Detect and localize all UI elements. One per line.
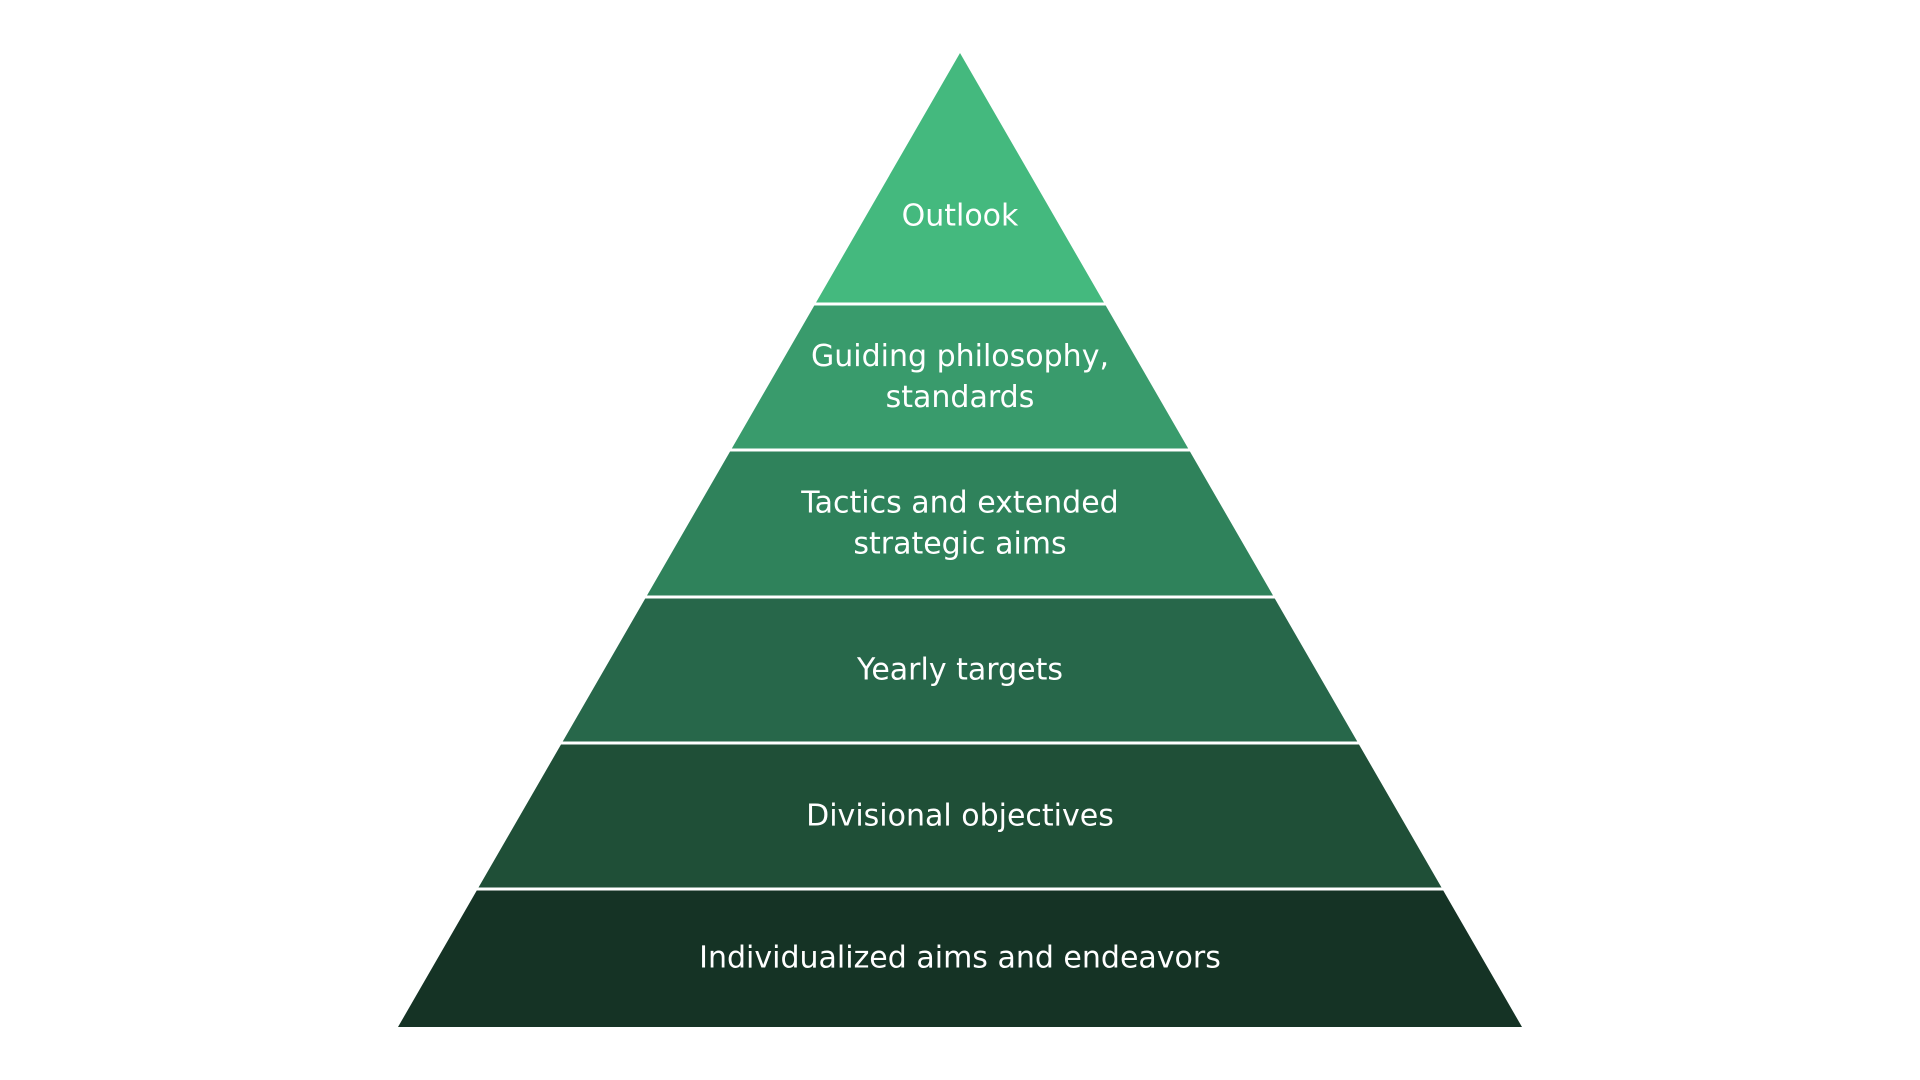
pyramid-tier-3	[646, 450, 1274, 597]
pyramid-tier-6	[398, 889, 1522, 1027]
pyramid-tier-separators	[475, 302, 1445, 891]
pyramid-tier-5	[477, 743, 1443, 889]
pyramid-tier-label: Outlook	[902, 199, 1019, 234]
pyramid-tier-label: strategic aims	[853, 527, 1066, 562]
pyramid-tier-label: Tactics and extended	[800, 486, 1118, 521]
pyramid-tier-1	[815, 53, 1105, 304]
pyramid-tier-label: Guiding philosophy,	[811, 339, 1109, 374]
pyramid-tier-2	[730, 304, 1190, 450]
pyramid-tier-label: Individualized aims and endeavors	[699, 941, 1221, 976]
pyramid-tier-label: standards	[886, 380, 1035, 415]
pyramid-tier-shapes	[398, 53, 1522, 1027]
pyramid-tier-4	[561, 597, 1359, 743]
pyramid-tier-label: Divisional objectives	[806, 799, 1114, 834]
pyramid-tier-label: Yearly targets	[856, 653, 1063, 688]
